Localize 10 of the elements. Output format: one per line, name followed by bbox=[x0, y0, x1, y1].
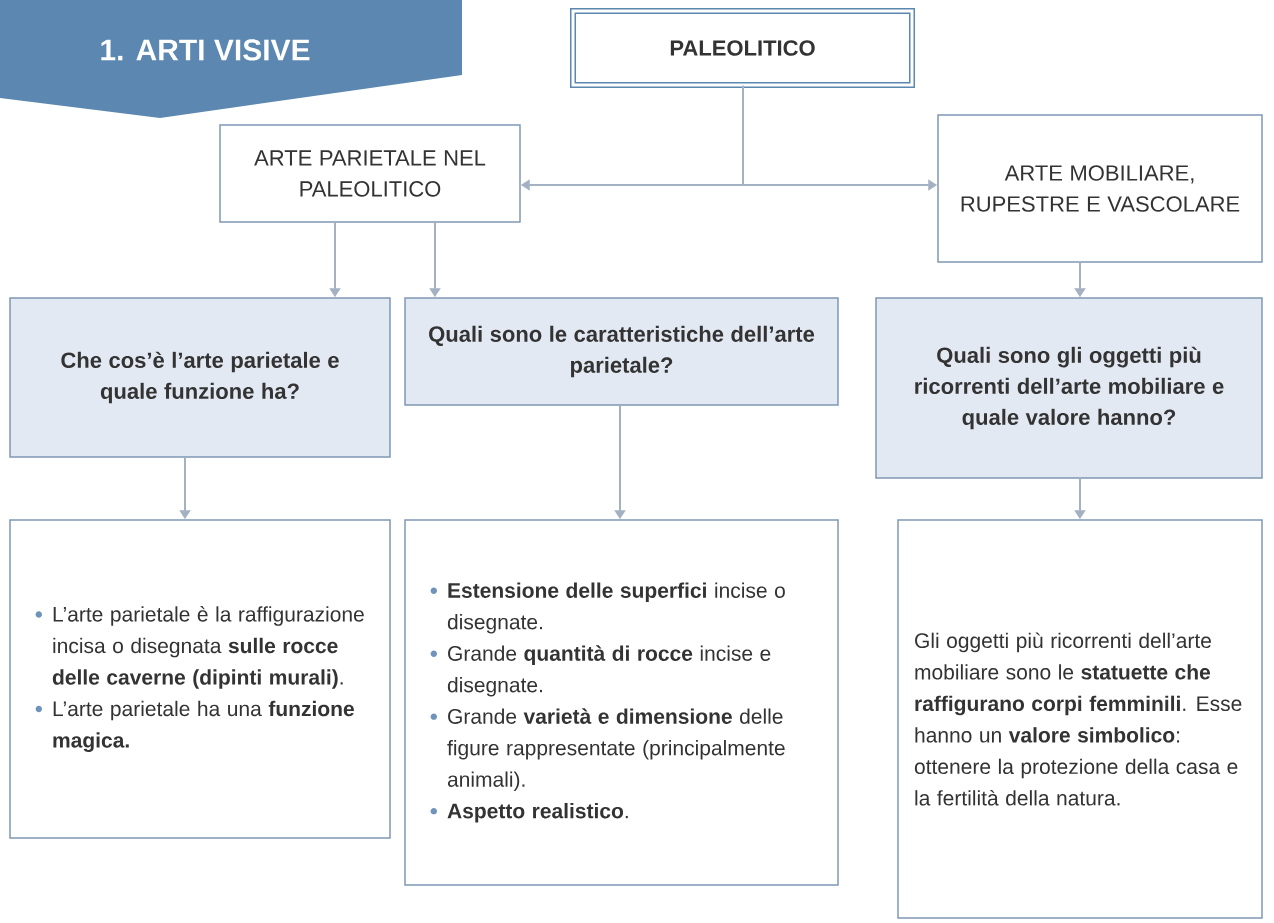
topic-box: ARTE MOBILIARE, RUPESTRE E VASCOLARE bbox=[937, 114, 1263, 263]
topic-box: ARTE PARIETALE NEL PALEOLITICO bbox=[219, 124, 521, 223]
answer-box: L’arte parietale è la raffigurazione incisa o disegnata sulle rocce delle caverne (dipinti murali). L’arte parietale ha una funzione magica. bbox=[9, 519, 391, 839]
root-box: PALEOLITICO bbox=[570, 8, 915, 88]
question-box: Che cos’è l’arte parietale e quale funzione ha? bbox=[9, 297, 391, 458]
title-banner: 1. ARTI VISIVE bbox=[0, 0, 462, 118]
answer-box: Gli oggetti più ricorrenti dell’arte mobiliare sono le statuette che raffigurano corpi femminili. Esse hanno un valore simbolico: ottenere la protezione della casa e la fertilità della natura. bbox=[897, 519, 1263, 919]
answer-box: Estensione delle superfici incise o disegnate. Grande quantità di rocce incise e disegnate. Grande varietà e dimensione delle figure rappresentate (principalmente animali). Aspetto realistico. bbox=[404, 519, 839, 886]
question-box: Quali sono gli oggetti più ricorrenti dell’arte mobiliare e quale valore hanno? bbox=[875, 297, 1263, 479]
question-box: Quali sono le caratteristiche dell’arte parietale? bbox=[404, 297, 839, 406]
